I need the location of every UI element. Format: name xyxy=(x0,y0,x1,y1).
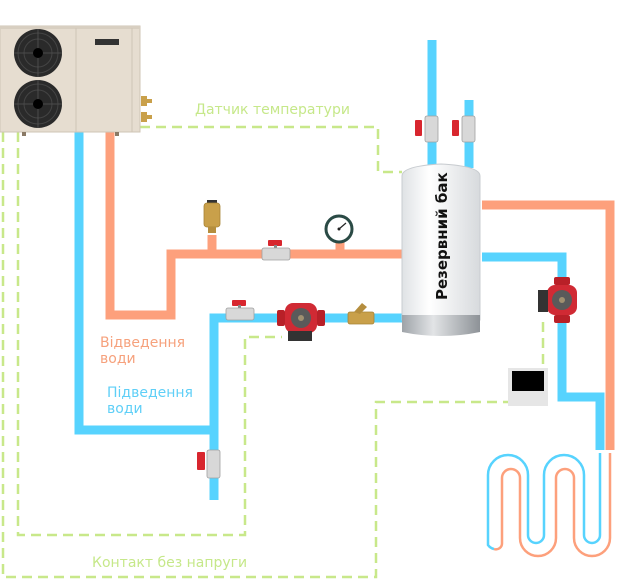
cold-pipes xyxy=(74,40,605,500)
buffer-tank-label: Резервний бак xyxy=(433,172,451,300)
voltage-free-contact-label: Контакт без напруги xyxy=(92,555,247,571)
air-vent-icon xyxy=(203,200,221,233)
thermostat-icon xyxy=(508,368,548,406)
pipe-fittings-icon xyxy=(141,96,152,122)
hot-pipe-tank-to-floor xyxy=(482,200,615,450)
water-inlet-label-2: води xyxy=(107,401,143,417)
heat-pump-unit xyxy=(0,25,152,136)
brand-logo xyxy=(95,39,119,45)
temperature-sensor-line xyxy=(140,125,402,174)
ball-valve xyxy=(261,240,291,261)
cold-pipe-unit-return xyxy=(74,132,214,435)
water-outlet-label: Відведення xyxy=(100,335,185,351)
temperature-sensor-label: Датчик температури xyxy=(195,102,350,118)
ball-valve xyxy=(452,115,476,143)
fan-icon xyxy=(14,29,62,77)
floor-loop-hot xyxy=(493,453,612,558)
buffer-tank xyxy=(401,163,481,336)
circulation-pump-icon xyxy=(538,277,577,323)
strainer-icon xyxy=(347,303,375,325)
circulation-pump-icon xyxy=(277,303,325,341)
fan-icon xyxy=(14,80,62,128)
signal-lines xyxy=(1,125,545,579)
water-inlet-label: Підведення xyxy=(107,385,193,401)
cold-pipe-tank-to-floor xyxy=(482,252,605,450)
pump-control-line xyxy=(16,132,282,537)
ball-valve xyxy=(415,115,439,143)
pressure-gauge-icon xyxy=(324,214,354,244)
voltage-free-contact-line xyxy=(1,132,508,579)
hot-pipe-unit-to-tank xyxy=(105,132,402,320)
cold-pipe-tank-to-unit xyxy=(209,313,402,500)
ball-valve xyxy=(225,300,255,321)
floor-loop-cold xyxy=(486,453,602,551)
floor-heating-loop xyxy=(486,453,612,558)
ball-valve xyxy=(197,449,221,479)
water-outlet-label-2: води xyxy=(100,351,136,367)
